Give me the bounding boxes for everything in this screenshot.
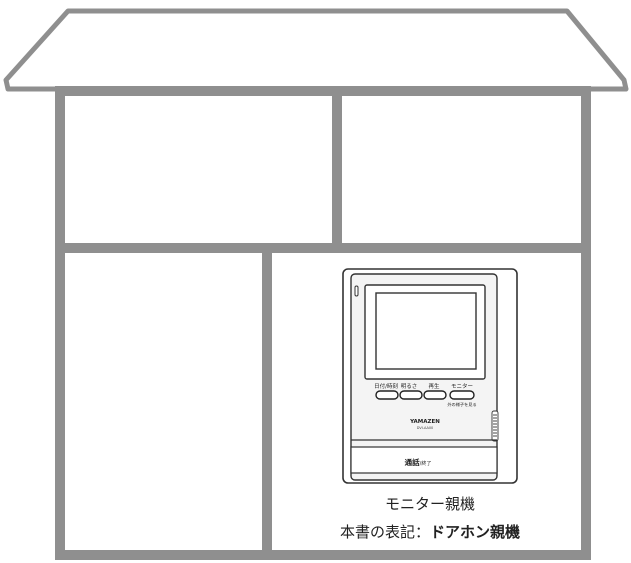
caption-line-2: 本書の表記：ドアホン親機 [340, 523, 520, 541]
caption-line-1: モニター親機 [385, 495, 475, 513]
model-number: DVI-AA00 [417, 426, 434, 430]
talk-button-label: 通話/終了 [405, 457, 432, 467]
screen [375, 292, 477, 370]
monitor-button[interactable] [449, 390, 475, 400]
indicator-light [354, 285, 359, 297]
brand-logo: YAMAZEN [409, 419, 440, 425]
speaker-grille [491, 410, 499, 442]
button-label-monitor: モニター [451, 382, 473, 390]
roof [3, 8, 629, 92]
caption-line-2-prefix: 本書の表記： [340, 523, 430, 541]
brightness-button[interactable] [399, 390, 423, 400]
talk-button[interactable] [350, 446, 498, 474]
button-label-date-time: 日付/時刻 [374, 382, 398, 390]
talk-label-sub: /終了 [420, 460, 432, 467]
monitor-unit: 日付/時刻 明るさ 再生 モニター 外の様子を見る YAMAZEN DVI-AA… [342, 268, 518, 484]
caption-line-2-bold: ドアホン親機 [430, 523, 520, 541]
date-time-button[interactable] [375, 390, 399, 400]
talk-label-main: 通話 [405, 457, 420, 467]
monitor-button-note: 外の様子を見る [447, 401, 476, 408]
playback-button[interactable] [423, 390, 447, 400]
button-label-playback: 再生 [428, 382, 440, 390]
button-label-brightness: 明るさ [401, 383, 418, 390]
